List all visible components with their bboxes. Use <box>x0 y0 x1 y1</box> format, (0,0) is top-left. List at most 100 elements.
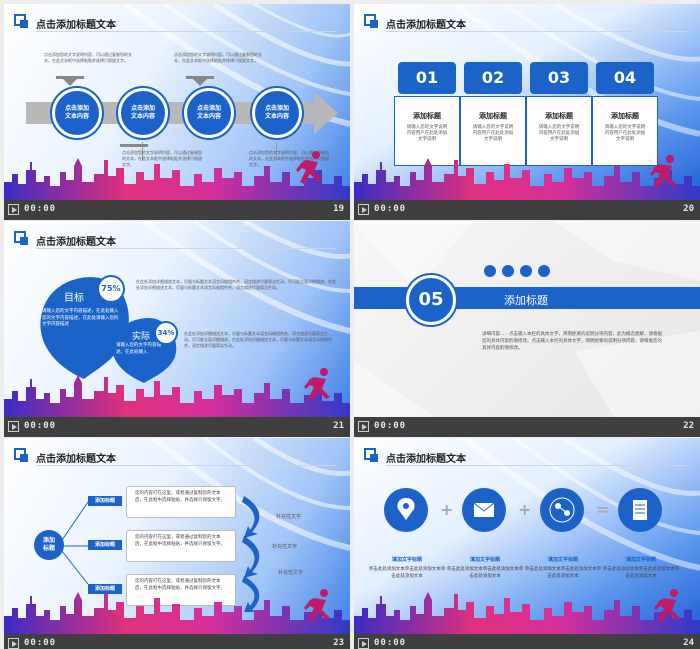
runner-icon <box>304 368 330 401</box>
slide-timing: 00:00 <box>24 638 57 648</box>
slide-thumbnail-21[interactable]: 点击添加标题文本 目标 请输入您的文字内容描述，在此处输入您的文字内容描述，在此… <box>4 221 350 437</box>
slide-number: 22 <box>683 421 694 431</box>
card-number: 04 <box>596 62 654 94</box>
step-card: 04 添加标题 请输入您的文字说明内容用户在此处添加文字说明 <box>592 62 660 166</box>
slide-title: 点击添加标题文本 <box>36 454 116 465</box>
slide-number: 19 <box>333 204 344 214</box>
slide-number: 21 <box>333 421 344 431</box>
city-skyline-image <box>4 592 350 634</box>
slide-footer: 00:00 20 <box>354 200 700 220</box>
person-icon <box>484 265 496 277</box>
step-circle: 点击添加 文本内容 <box>52 88 102 138</box>
runner-icon <box>650 155 676 188</box>
chart-icon <box>520 265 532 277</box>
title-underline <box>36 31 336 32</box>
slide-timing: 00:00 <box>24 204 57 214</box>
branch-textbox: 您的内容打在这里，或者通过复制您的文本后，在此框中选择粘贴，并选择只保留文字。 <box>126 486 236 518</box>
card-body: 添加标题 请输入您的文字说明内容用户在此处添加文字说明 <box>592 96 658 166</box>
card-title: 添加标题 <box>611 112 639 120</box>
feature-title: 填加文字标题 <box>625 557 656 563</box>
branch-label: 添加标题 <box>88 540 122 550</box>
feature-item: 填加文字标题 单击此处添加文本单击此处添加文本单击此处添加文本 <box>602 556 680 580</box>
card-number: 01 <box>398 62 456 94</box>
note-text: 点击添加您的文字说明内容，可以通过复制您的文本，在此文本框中选择粘贴并选择只保留… <box>174 52 262 63</box>
feature-title: 填加文字标题 <box>391 557 422 563</box>
feature-desc: 单击此处添加文本单击此处添加文本单击此处添加文本 <box>368 567 446 579</box>
city-skyline-image <box>354 592 700 634</box>
feature-item: 填加文字标题 单击此处添加文本单击此处添加文本单击此处添加文本 <box>524 556 602 580</box>
city-skyline-image <box>4 375 350 417</box>
card-number: 03 <box>530 62 588 94</box>
timeline-arrowhead <box>314 92 338 134</box>
runner-icon <box>296 151 322 184</box>
pointer-bar <box>56 76 84 79</box>
play-icon[interactable] <box>358 204 369 215</box>
plus-sign: + <box>440 500 454 519</box>
city-skyline-image <box>354 158 700 200</box>
connector-line <box>276 142 277 160</box>
slide-thumbnail-19[interactable]: 点击添加标题文本 点击添加您的文字说明内容，可以通过复制您的文本，在此文本框中选… <box>4 4 350 220</box>
feature-title: 填加文字标题 <box>547 557 578 563</box>
slide-thumbnail-20[interactable]: 点击添加标题文本 01 添加标题 请输入您的文字说明内容用户在此处添加文字说明 … <box>354 4 700 220</box>
body-paragraph: 在此处添加详细描述文本，尽量与标题文本语言风格相符合，语言描述尽量简洁生动。尽可… <box>136 279 336 290</box>
runner-icon <box>654 589 680 622</box>
branch-label: 添加标题 <box>88 496 122 506</box>
slide-number: 24 <box>683 638 694 648</box>
slide-timing: 00:00 <box>374 638 407 648</box>
actual-label: 实际 <box>132 332 151 342</box>
card-number: 02 <box>464 62 522 94</box>
feature-desc: 单击此处添加文本单击此处添加文本单击此处添加文本 <box>524 567 602 579</box>
slide-thumbnail-24[interactable]: 点击添加标题文本 + + = 填加文字标题 单击此处添加文本单击此处添加文本单击… <box>354 438 700 649</box>
title-mark-icon-fill <box>20 454 28 462</box>
section-title: 添加标题 <box>504 294 548 307</box>
title-underline <box>386 31 686 32</box>
slide-title: 点击添加标题文本 <box>36 237 116 248</box>
play-icon[interactable] <box>358 638 369 649</box>
root-node: 添加 标题 <box>34 530 64 560</box>
connector-line <box>142 142 143 160</box>
step-circle: 点击添加 文本内容 <box>252 88 302 138</box>
feature-item: 填加文字标题 单击此处添加文本单击此处添加文本单击此处添加文本 <box>446 556 524 580</box>
actual-percent: 34% <box>154 321 178 345</box>
location-icon <box>384 488 428 532</box>
card-title: 添加标题 <box>413 112 441 120</box>
section-number: 05 <box>406 275 456 325</box>
city-skyline-image <box>4 158 350 200</box>
slide-canvas: 05 添加标题 详细内容……点击输入本栏的具体文字，简明扼要的说明分项内容，此为… <box>354 221 700 417</box>
supplement-label: 补充性文字 <box>278 570 304 576</box>
step-circle: 点击添加 文本内容 <box>118 88 168 138</box>
plus-sign: + <box>518 500 532 519</box>
title-mark-icon-fill <box>370 454 378 462</box>
supplement-label: 补充性文字 <box>272 544 298 550</box>
title-mark-icon-fill <box>20 237 28 245</box>
card-desc: 请输入您的文字说明内容用户在此处添加文字说明 <box>538 125 580 142</box>
card-desc: 请输入您的文字说明内容用户在此处添加文字说明 <box>406 125 448 142</box>
branch-textbox: 您的内容打在这里，或者通过复制您的文本后，在此框中选择粘贴，并选择只保留文字。 <box>126 574 236 606</box>
slide-timing: 00:00 <box>24 421 57 431</box>
goal-percent: 75% <box>97 275 125 303</box>
slide-footer: 00:00 19 <box>4 200 350 220</box>
note-text: 点击添加您的文字说明内容，可以通过复制您的文本，在此文本框中选择粘贴并选择只保留… <box>249 150 329 167</box>
play-icon[interactable] <box>8 638 19 649</box>
note-text: 点击添加您的文字说明内容，可以通过复制您的文本，在此文本框中选择粘贴并选择只保留… <box>44 52 132 63</box>
slide-canvas: 点击添加标题文本 01 添加标题 请输入您的文字说明内容用户在此处添加文字说明 … <box>354 4 700 200</box>
curved-arrows <box>242 496 260 612</box>
slide-number: 20 <box>683 204 694 214</box>
group-icon <box>502 265 514 277</box>
slide-footer: 00:00 22 <box>354 417 700 437</box>
slide-thumbnail-23[interactable]: 点击添加标题文本 添加 标题 添加标题 添加标题 添加标题 您的内容打在这里，或… <box>4 438 350 649</box>
goal-text: 请输入您的文字内容描述，在此处输入您的文字内容描述，在此处请输入您的文字内容描述 <box>42 309 119 327</box>
title-underline <box>36 465 336 466</box>
slide-title: 点击添加标题文本 <box>386 454 466 465</box>
play-icon[interactable] <box>8 204 19 215</box>
slide-canvas: 点击添加标题文本 目标 请输入您的文字内容描述，在此处输入您的文字内容描述，在此… <box>4 221 350 417</box>
step-card: 03 添加标题 请输入您的文字说明内容用户在此处添加文字说明 <box>526 62 594 166</box>
slide-timing: 00:00 <box>374 204 407 214</box>
scroll-icon <box>618 488 662 532</box>
equals-sign: = <box>596 500 610 519</box>
play-icon[interactable] <box>358 421 369 432</box>
title-underline <box>386 465 686 466</box>
play-icon[interactable] <box>8 421 19 432</box>
pointer-triangle <box>63 79 77 86</box>
slide-thumbnail-22[interactable]: 05 添加标题 详细内容……点击输入本栏的具体文字，简明扼要的说明分项内容，此为… <box>354 221 700 437</box>
